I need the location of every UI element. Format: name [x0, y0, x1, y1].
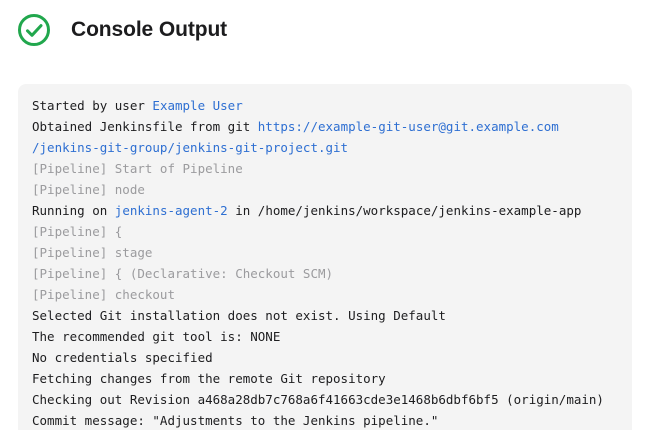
console-line: Fetching changes from the remote Git rep…	[32, 368, 618, 389]
console-line: Checking out Revision a468a28db7c768a6f4…	[32, 389, 618, 410]
console-text: Selected Git installation does not exist…	[32, 308, 446, 323]
console-line: [Pipeline] {	[32, 221, 618, 242]
console-line: No credentials specified	[32, 347, 618, 368]
console-line: The recommended git tool is: NONE	[32, 326, 618, 347]
console-link[interactable]: /jenkins-git-group/jenkins-git-project.g…	[32, 140, 349, 155]
console-line: [Pipeline] Start of Pipeline	[32, 158, 618, 179]
console-line: Started by user Example User	[32, 95, 618, 116]
console-text: [Pipeline] Start of Pipeline	[32, 161, 243, 176]
console-text: [Pipeline] stage	[32, 245, 153, 260]
console-line: [Pipeline] stage	[32, 242, 618, 263]
console-line: [Pipeline] node	[32, 179, 618, 200]
console-link[interactable]: Example User	[152, 98, 243, 113]
console-text: Checking out Revision a468a28db7c768a6f4…	[32, 392, 604, 407]
console-output-header: Console Output	[17, 13, 227, 47]
console-link[interactable]: jenkins-agent-2	[114, 203, 228, 218]
console-text: [Pipeline] { (Declarative: Checkout SCM)	[32, 266, 334, 281]
console-text: Started by user	[32, 98, 153, 113]
console-text: Running on	[32, 203, 115, 218]
console-line: Obtained Jenkinsfile from git https://ex…	[32, 116, 618, 137]
success-check-circle-icon	[18, 14, 50, 46]
console-text: Fetching changes from the remote Git rep…	[32, 371, 386, 386]
console-text: in /home/jenkins/workspace/jenkins-examp…	[227, 203, 582, 218]
console-line: Commit message: "Adjustments to the Jenk…	[32, 410, 618, 430]
console-line: Selected Git installation does not exist…	[32, 305, 618, 326]
console-text: [Pipeline] checkout	[32, 287, 175, 302]
console-line: [Pipeline] checkout	[32, 284, 618, 305]
console-line: Running on jenkins-agent-2 in /home/jenk…	[32, 200, 618, 221]
console-text: [Pipeline] node	[32, 182, 145, 197]
console-line: [Pipeline] { (Declarative: Checkout SCM)	[32, 263, 618, 284]
page-title: Console Output	[71, 18, 228, 41]
console-link[interactable]: https://example-git-user@git.example.com	[257, 119, 559, 134]
console-text: [Pipeline] {	[32, 224, 123, 239]
console-line: /jenkins-git-group/jenkins-git-project.g…	[32, 137, 618, 158]
console-text: No credentials specified	[32, 350, 213, 365]
console-text: Commit message: "Adjustments to the Jenk…	[32, 413, 439, 428]
console-text: Obtained Jenkinsfile from git	[32, 119, 258, 134]
console-text: The recommended git tool is: NONE	[32, 329, 281, 344]
